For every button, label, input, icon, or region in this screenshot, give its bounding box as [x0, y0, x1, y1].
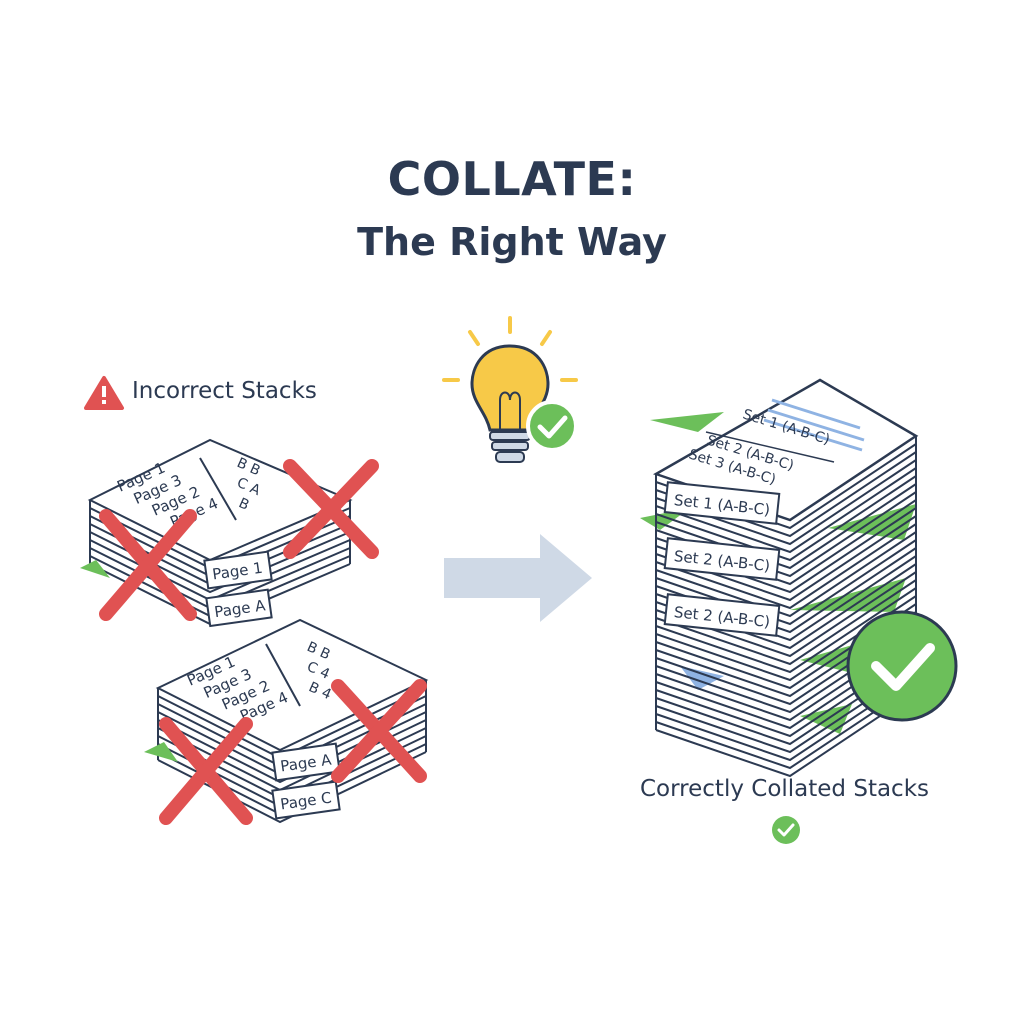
error-x-icon	[159, 717, 253, 825]
incorrect-stacks-label: Incorrect Stacks	[132, 378, 317, 404]
correct-stack: Set 1 (A-B-C) Set 2 (A-B-C) Set 3 (A-B-C…	[640, 378, 958, 778]
right-arrow-icon	[444, 534, 592, 622]
error-x-icon	[99, 509, 197, 621]
page-tab: Page A	[205, 588, 273, 628]
set-tab: Set 2 (A-B-C)	[663, 593, 781, 637]
error-x-icon	[331, 679, 427, 783]
page-title: COLLATE:	[387, 152, 637, 206]
text-lines-decoration	[763, 398, 865, 452]
set-tab: Set 1 (A-B-C)	[663, 481, 781, 525]
correct-stacks-label: Correctly Collated Stacks	[640, 776, 930, 802]
sheet-divider	[199, 457, 237, 521]
page-tab: Page 1	[203, 550, 273, 590]
set-tab: Set 2 (A-B-C)	[663, 537, 781, 581]
page-subtitle: The Right Way	[357, 220, 667, 264]
incorrect-stack-1: Page 1 Page 3 Page 2 Page 4 B B C A B Pa…	[80, 438, 379, 628]
check-circle-icon	[846, 610, 958, 722]
check-circle-icon	[772, 816, 800, 844]
sheet-divider	[265, 643, 301, 707]
top-sheet: Set 1 (A-B-C) Set 2 (A-B-C) Set 3 (A-B-C…	[652, 378, 919, 522]
page-tab: Page C	[271, 780, 341, 820]
error-x-icon	[283, 459, 379, 559]
warning-icon	[84, 376, 124, 410]
page-tab: Page A	[271, 742, 341, 782]
check-circle-icon	[526, 400, 578, 452]
incorrect-stack-2: Page 1 Page 3 Page 2 Page 4 B B C 4 B 4 …	[144, 618, 429, 825]
lightbulb-icon	[442, 316, 578, 463]
